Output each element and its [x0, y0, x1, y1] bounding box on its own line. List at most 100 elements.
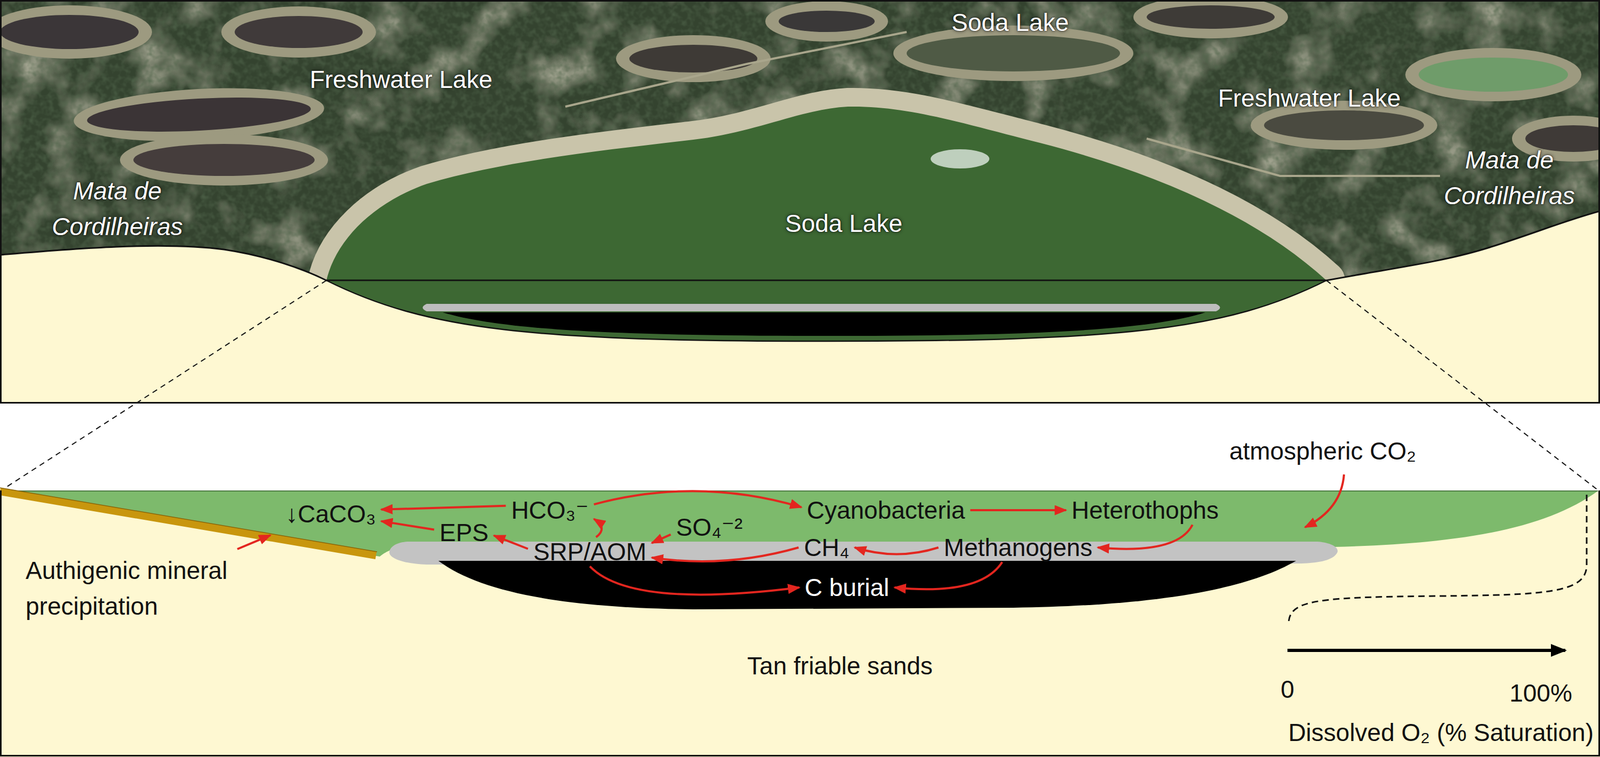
flow-arrow — [493, 536, 528, 550]
label-box: Freshwater Lake — [1218, 84, 1402, 113]
process-label: HCO₃⁻ — [505, 496, 594, 526]
label-text: 100% — [1509, 679, 1573, 708]
leader-arrow — [237, 535, 271, 550]
bloom-patch — [930, 149, 990, 169]
label-text: 0 — [1280, 675, 1295, 704]
panel-frame — [1, 490, 1600, 757]
freshwater-lake — [1264, 110, 1424, 141]
process-label: SRP/AOM — [528, 537, 652, 567]
label-text: Mata de Cordilheiras — [1443, 146, 1575, 210]
forest-texture — [0, 0, 1600, 404]
lake-rim — [765, 1, 888, 42]
flow-arrow — [594, 491, 802, 508]
label-text: Soda Lake — [785, 209, 903, 238]
process-label: CH₄ — [798, 533, 855, 563]
freshwater-lake — [1146, 5, 1275, 29]
label-box: atmospheric CO₂ — [1229, 437, 1416, 466]
lake-shore — [326, 106, 1327, 281]
freshwater-lake — [86, 92, 312, 137]
freshwater-lake — [778, 10, 875, 32]
oxygen-axis — [1287, 649, 1566, 653]
process-text: SO₄⁻² — [676, 514, 743, 542]
process-label: C burial — [799, 573, 895, 603]
label-text: atmospheric CO₂ — [1229, 437, 1416, 466]
process-text: Methanogens — [944, 534, 1093, 562]
label-box: Mata de Cordilheiras — [1429, 142, 1590, 214]
flow-arrow — [1097, 524, 1193, 549]
sand-section — [0, 211, 1600, 404]
lake-rim — [0, 5, 152, 59]
process-label: Methanogens — [938, 533, 1099, 563]
label-text: Freshwater Lake — [309, 65, 493, 94]
forest-ground — [0, 0, 1600, 404]
oxygen-profile — [1288, 494, 1587, 626]
process-text: SRP/AOM — [533, 538, 647, 566]
authigenic-crust — [0, 491, 376, 556]
soda-lake — [326, 106, 1327, 281]
zoom-line — [1, 280, 327, 491]
flow-arrow — [651, 534, 671, 544]
sand-ground — [0, 490, 1600, 757]
freshwater-lake — [234, 16, 363, 48]
aerial-view — [0, 0, 1600, 404]
label-box: 0 — [1280, 675, 1295, 704]
process-label: EPS — [434, 518, 494, 548]
flow-arrow — [651, 547, 799, 562]
forest-texture — [0, 0, 1600, 404]
flow-arrow — [594, 518, 603, 538]
process-text: Heterothophs — [1071, 497, 1219, 525]
process-label: Heterothophs — [1066, 496, 1224, 526]
water-surface — [0, 490, 1598, 492]
process-label: ↓CaCO₃ — [280, 499, 382, 530]
label-text: Freshwater Lake — [1218, 84, 1402, 112]
label-box: Dissolved O₂ (% Saturation) — [1288, 718, 1594, 748]
label-text: Dissolved O₂ (% Saturation) — [1288, 718, 1594, 747]
process-text: C burial — [804, 574, 890, 602]
label-text: Soda Lake — [951, 8, 1069, 37]
freshwater-lake — [133, 144, 315, 176]
label-text: Tan friable sands — [747, 652, 933, 680]
label-box: Authigenic mineral precipitation — [25, 553, 271, 624]
process-text: EPS — [439, 519, 489, 547]
label-text: Mata de Cordilheiras — [51, 177, 183, 241]
crust-edge — [0, 488, 378, 552]
process-label: SO₄⁻² — [670, 513, 749, 543]
lake-rim — [1405, 48, 1582, 102]
flow-arrow — [894, 562, 1003, 590]
label-box: Tan friable sands — [747, 652, 933, 681]
soda-lake — [906, 35, 1120, 72]
panel-frame — [1, 1, 1600, 404]
leader-arrow — [1305, 474, 1344, 528]
flow-arrow — [589, 566, 800, 595]
freshwater-lake — [0, 14, 139, 50]
label-box: Freshwater Lake — [309, 65, 493, 94]
organic-sediment — [438, 561, 1296, 610]
label-text: Authigenic mineral precipitation — [25, 556, 228, 621]
flow-arrow — [970, 509, 1067, 512]
track-line — [1146, 138, 1440, 176]
label-box: Mata de Cordilheiras — [37, 173, 198, 245]
freshwater-lake — [629, 44, 758, 73]
process-text: HCO₃⁻ — [510, 497, 589, 525]
flow-arrow — [381, 506, 507, 510]
process-label: Cyanobacteria — [801, 496, 971, 526]
flow-arrow — [854, 547, 939, 555]
label-box: Soda Lake — [785, 209, 903, 238]
label-box: 100% — [1509, 679, 1573, 708]
lake-rim — [1133, 0, 1288, 39]
microbial-mat — [422, 304, 1221, 312]
lake-rim — [221, 6, 376, 58]
process-text: ↓CaCO₃ — [285, 500, 376, 528]
process-text: CH₄ — [803, 534, 850, 562]
organic-sediment — [442, 312, 1206, 336]
lake-section — [326, 280, 1327, 342]
freshwater-lake — [1418, 57, 1568, 92]
lake-rim — [616, 35, 771, 83]
label-box: Soda Lake — [951, 8, 1069, 37]
flow-arrow — [381, 521, 435, 531]
process-text: Cyanobacteria — [806, 497, 966, 525]
